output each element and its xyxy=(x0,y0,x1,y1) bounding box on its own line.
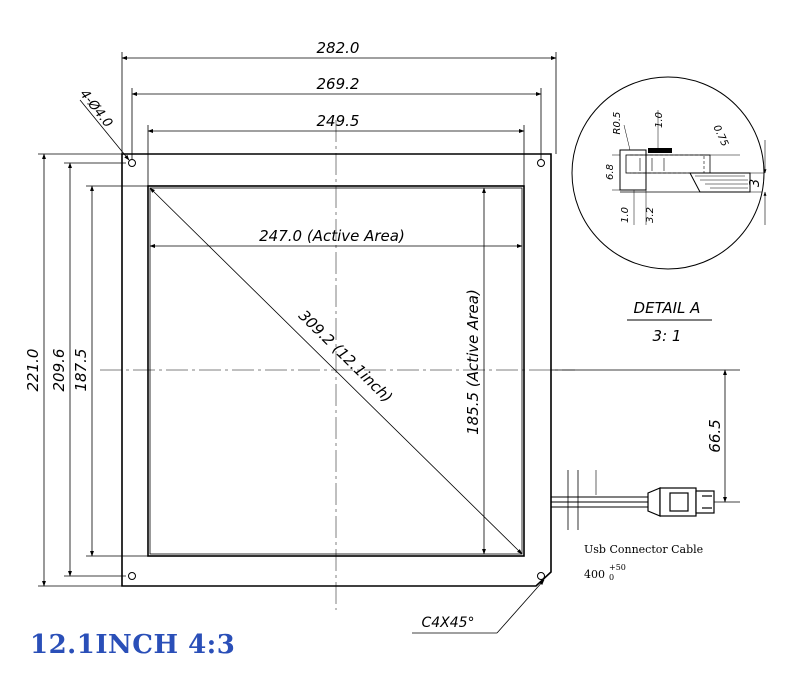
detail-d10-bot: 1.0 xyxy=(620,207,631,223)
usb-cable xyxy=(551,470,648,530)
hole-bottom-right xyxy=(537,572,545,580)
detail-d075: 0.75 xyxy=(711,124,730,149)
inner-width-label: 249.5 xyxy=(317,112,360,130)
mid-height-label: 209.6 xyxy=(50,349,68,392)
outer-height-label: 221.0 xyxy=(24,349,42,392)
outer-width-label: 282.0 xyxy=(317,39,360,57)
active-height-label: 185.5 (Active Area) xyxy=(464,289,482,435)
detail-d10-top: 1.0 xyxy=(654,112,665,128)
hole-bottom-left xyxy=(128,572,136,580)
detail-a-view: R0.5 1.0 0.75 6.8 1.0 3.2 3 xyxy=(571,76,767,270)
diagonal-label: 309.2 (12.1inch) xyxy=(295,306,396,406)
cable-length: 400 xyxy=(584,568,605,581)
hole-leader xyxy=(79,99,130,161)
cable-label: Usb Connector Cable xyxy=(584,543,703,556)
detail-d3: 3 xyxy=(748,179,763,187)
detail-label: DETAIL A xyxy=(634,299,701,317)
mounting-holes xyxy=(128,159,545,580)
cable-tol-minus: 0 xyxy=(609,573,614,582)
usb-plug-icon xyxy=(647,487,715,517)
hole-top-right xyxy=(537,159,545,167)
detail-d32: 3.2 xyxy=(645,207,656,223)
cable-offset-label: 66.5 xyxy=(706,419,724,452)
inner-height-label: 187.5 xyxy=(72,349,90,392)
page-title: 12.1INCH 4:3 xyxy=(30,630,236,660)
diagonal-line xyxy=(149,187,523,555)
hole-callout-label: 4-Ø4.0 xyxy=(76,87,115,131)
detail-r05: R0.5 xyxy=(612,112,623,135)
hole-top-left xyxy=(128,159,136,167)
chamfer-leader xyxy=(412,579,545,634)
chamfer-label: C4X45° xyxy=(421,615,474,631)
cable-tol-plus: +50 xyxy=(609,563,626,572)
active-width-label: 247.0 (Active Area) xyxy=(259,227,405,245)
detail-d68: 6.8 xyxy=(605,164,616,180)
detail-scale: 3: 1 xyxy=(653,327,682,345)
mid-width-label: 269.2 xyxy=(317,75,360,93)
